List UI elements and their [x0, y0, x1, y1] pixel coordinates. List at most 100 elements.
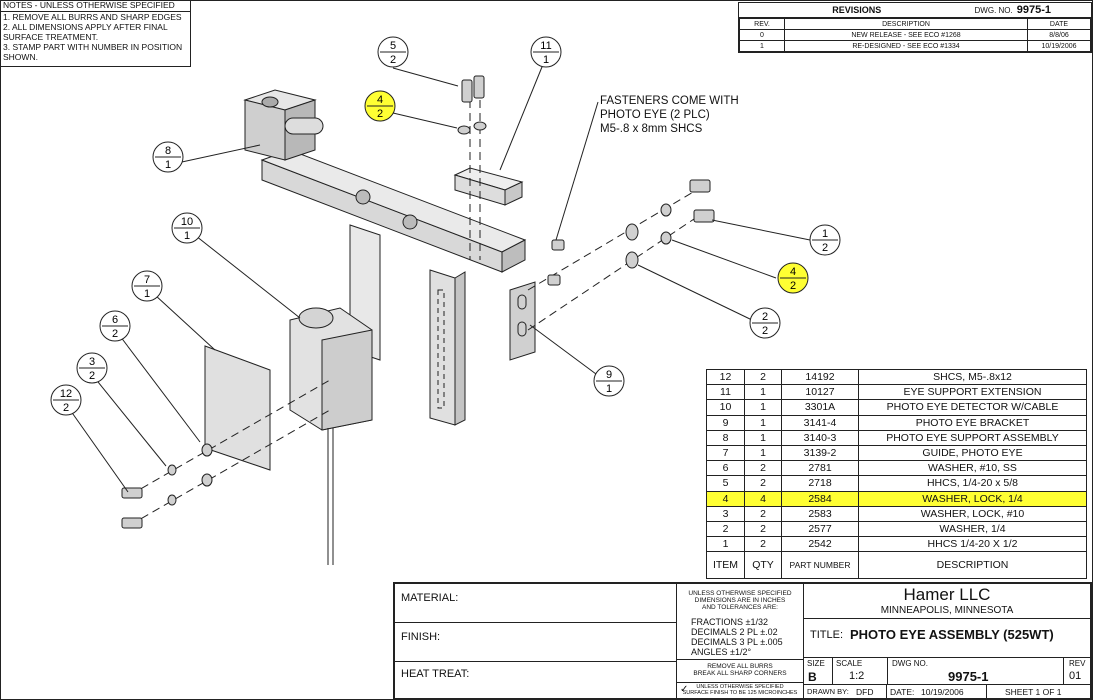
sheet-value: SHEET 1 OF 1: [1005, 687, 1062, 697]
rev-value: 01: [1069, 670, 1082, 682]
balloon-qty: 1: [165, 159, 171, 171]
bom-cell-desc: WASHER, LOCK, #10: [858, 505, 1087, 522]
rev-cell: REV 01: [1063, 657, 1091, 685]
bom-cell-qty: 2: [744, 460, 782, 477]
bom-cell-item: 12: [706, 368, 745, 386]
title-label: TITLE:: [810, 629, 844, 641]
balloon-qty: 2: [790, 280, 796, 292]
size-value: B: [808, 670, 817, 684]
bom-cell-item: 9: [706, 414, 745, 431]
burrs-line: REMOVE ALL BURRS: [707, 663, 773, 670]
bom-cell-item: 8: [706, 429, 745, 446]
notes-block: NOTES - UNLESS OTHERWISE SPECIFIED 1. RE…: [0, 0, 191, 67]
heat-treat-cell: HEAT TREAT:: [394, 661, 677, 699]
finish-label: FINISH:: [401, 631, 441, 643]
tolerance-dec3: DECIMALS 3 PL ±.005: [691, 637, 783, 647]
surface-cell: ✓ UNLESS OTHERWISE SPECIFIED SURFACE FIN…: [676, 682, 804, 699]
balloon-qty: 2: [89, 370, 95, 382]
revisions-title: REVISIONS: [832, 5, 882, 15]
bom-cell-qty: 2: [744, 536, 782, 553]
finish-cell: FINISH:: [394, 622, 677, 662]
item-balloon: 111: [530, 36, 562, 68]
bom-cell-item: 6: [706, 460, 745, 477]
bom-header-cell: ITEM: [706, 551, 745, 580]
revisions-dwg-no: 9975-1: [1016, 4, 1051, 16]
guide-plate-part: [204, 345, 271, 471]
item-balloon: 52: [377, 36, 409, 68]
surface-line: SURFACE FINISH TO BE 125 MICROINCHES: [682, 690, 798, 696]
bom-cell-qty: 2: [744, 505, 782, 522]
bom-cell-desc: PHOTO EYE DETECTOR W/CABLE: [858, 399, 1087, 416]
bom-cell-part: 2542: [781, 536, 859, 553]
bom-cell-desc: WASHER, 1/4: [858, 520, 1087, 538]
burrs-line: BREAK ALL SHARP CORNERS: [693, 670, 787, 677]
drawing-title: PHOTO EYE ASSEMBLY (525WT): [850, 627, 1054, 642]
balloon-qty: 2: [762, 325, 768, 337]
balloon-qty: 2: [377, 108, 383, 120]
revisions-dwg-label: DWG. NO.: [974, 5, 1013, 15]
bom-cell-desc: EYE SUPPORT EXTENSION: [858, 384, 1087, 401]
bom-cell-part: 2583: [781, 505, 859, 522]
balloon-item-number: 9: [606, 369, 612, 381]
item-balloon: 71: [131, 270, 163, 302]
date-cell: DATE: 10/19/2006: [886, 684, 987, 699]
surface-line: UNLESS OTHERWISE SPECIFIED: [696, 684, 784, 690]
scale-label: SCALE: [836, 659, 863, 668]
item-balloon: 32: [76, 352, 108, 384]
check-icon: ✓: [680, 684, 689, 695]
note-item: 1. REMOVE ALL BURRS AND SHARP EDGES: [3, 12, 182, 22]
title-block: MATERIAL: FINISH: HEAT TREAT: UNLESS OTH…: [393, 582, 1092, 700]
company-name: Hamer LLC: [903, 585, 991, 604]
bom-cell-desc: WASHER, LOCK, 1/4: [858, 490, 1087, 507]
bom-cell-desc: SHCS, M5-.8x12: [858, 368, 1087, 386]
tolerance-line: UNLESS OTHERWISE SPECIFIED: [688, 590, 792, 597]
balloon-item-number: 3: [89, 356, 95, 368]
balloon-qty: 1: [606, 383, 612, 395]
bom-cell-item: 7: [706, 444, 745, 462]
balloon-qty: 2: [112, 328, 118, 340]
bom-cell-qty: 1: [744, 444, 782, 462]
balloon-item-number: 8: [165, 145, 171, 157]
tolerance-fractions: FRACTIONS ±1/32: [691, 617, 768, 627]
callout-note-line: FASTENERS COME WITH: [600, 95, 739, 107]
bom-cell-qty: 1: [744, 384, 782, 401]
bom-cell-qty: 2: [744, 475, 782, 492]
callout-note-line: PHOTO EYE (2 PLC): [600, 109, 710, 121]
balloon-qty: 2: [390, 54, 396, 66]
bom-cell-item: 2: [706, 520, 745, 538]
date-value: 10/19/2006: [921, 687, 964, 697]
drawn-by-label: DRAWN BY:: [807, 687, 849, 696]
hardware-parts: [121, 75, 715, 529]
bom-cell-part: 3141-4: [781, 414, 859, 431]
dwg-no-label: DWG NO.: [892, 659, 928, 668]
tolerance-line: DIMENSIONS ARE IN INCHES: [694, 597, 786, 604]
bom-cell-part: 3140-3: [781, 429, 859, 446]
bom-cell-part: 2584: [781, 490, 859, 507]
company-cell: Hamer LLC MINNEAPOLIS, MINNESOTA: [803, 583, 1091, 619]
rev-label: REV: [1069, 659, 1086, 668]
balloon-qty: 2: [822, 242, 828, 254]
bom-cell-qty: 1: [744, 399, 782, 416]
note-item: 3. STAMP PART WITH NUMBER IN POSITION SH…: [3, 42, 183, 62]
rev-cell: 10/19/2006: [1027, 40, 1091, 52]
notes-header: NOTES - UNLESS OTHERWISE SPECIFIED: [0, 0, 190, 12]
bom-cell-part: 10127: [781, 384, 859, 401]
bom-cell-qty: 1: [744, 429, 782, 446]
balloon-item-number: 7: [144, 274, 150, 286]
item-balloon: 42: [777, 262, 809, 294]
material-label: MATERIAL:: [401, 592, 459, 604]
balloon-item-number: 6: [112, 314, 118, 326]
balloon-item-number: 1: [822, 228, 828, 240]
callout-note-line: M5-.8 x 8mm SHCS: [600, 123, 703, 135]
item-balloon: 12: [809, 224, 841, 256]
support-assembly-part: [243, 89, 527, 273]
